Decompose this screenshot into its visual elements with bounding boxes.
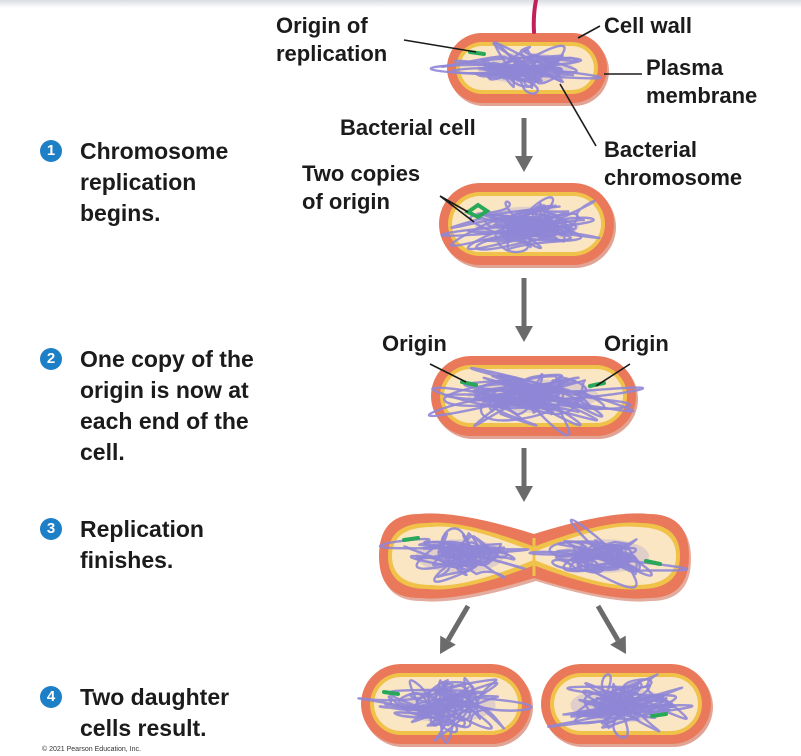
- leader-bacterial-chromosome: [559, 83, 597, 147]
- cell-stage-2-chromosome-0: [440, 196, 601, 254]
- cell-stage-2-origin-0: [464, 202, 491, 220]
- arrow-to-daughter-left: [440, 604, 471, 654]
- cell-daughter-left-origin-0: [382, 690, 400, 696]
- step-3-number-badge: 3: [40, 518, 62, 540]
- cell-daughter-right: [541, 664, 713, 747]
- cell-stage-dividing-chromosome-right: [528, 518, 688, 589]
- cell-stage-2: [439, 183, 616, 268]
- arrow-stage-2-to-3: [515, 278, 533, 342]
- arrow-to-daughter-right: [595, 604, 626, 654]
- step-1: 1 Chromosome replication begins.: [40, 136, 228, 229]
- step-2-number-badge: 2: [40, 348, 62, 370]
- cell-daughter-right-chromosome-0: [547, 673, 694, 739]
- label-origin-left: Origin: [382, 331, 447, 356]
- cell-stage-3-chromosome-0: [427, 366, 644, 437]
- leader-origin-right: [595, 363, 631, 387]
- leader-two-copies-of-origin: [439, 195, 475, 223]
- cell-daughter-left: [357, 664, 533, 747]
- label-origin-right: Origin: [604, 331, 669, 356]
- label-bacterial-chromosome: Bacterial chromosome: [604, 137, 743, 190]
- pink-pointer-line: [531, 0, 538, 34]
- step-2-description: One copy of the origin is now at each en…: [80, 346, 254, 465]
- top-edge-shade: [0, 0, 801, 8]
- cells-layer: [357, 33, 713, 747]
- label-origin-of-replication: Origin of replication: [276, 13, 388, 66]
- copyright-notice: © 2021 Pearson Education, Inc.: [42, 746, 141, 753]
- cell-stage-3-origin-0: [460, 380, 478, 387]
- cell-daughter-left-chromosome-0: [357, 677, 533, 744]
- step-4: 4 Two daughter cells result.: [40, 682, 229, 744]
- leader-cell-wall: [577, 25, 601, 39]
- step-2: 2 One copy of the origin is now at each …: [40, 344, 254, 468]
- step-1-description: Chromosome replication begins.: [80, 138, 229, 226]
- cell-stage-dividing-chromosome-left: [378, 527, 529, 583]
- cell-stage-dividing-origin-right: [644, 559, 662, 566]
- label-cell-wall: Cell wall: [604, 13, 693, 38]
- step-1-number-badge: 1: [40, 140, 62, 162]
- cell-stage-1-origin-0: [468, 50, 486, 56]
- label-two-copies-of-origin: Two copies of origin: [302, 161, 421, 214]
- cell-stage-1: [429, 33, 609, 106]
- leader-origin-left: [429, 363, 467, 383]
- cell-stage-3: [427, 356, 644, 439]
- arrows-layer: [440, 118, 626, 654]
- cell-stage-1-chromosome-0: [429, 41, 602, 95]
- step-3-description: Replication finishes.: [80, 516, 204, 573]
- cell-daughter-right-origin-0: [650, 712, 668, 718]
- cell-stage-dividing-origin-left: [402, 536, 420, 542]
- arrow-stage-3-to-4: [515, 448, 533, 502]
- leader-lines-layer: [403, 0, 642, 387]
- label-bacterial-cell: Bacterial cell: [340, 115, 476, 140]
- step-3: 3 Replication finishes.: [40, 514, 204, 576]
- step-4-number-badge: 4: [40, 686, 62, 708]
- arrow-stage-1-to-2: [515, 118, 533, 172]
- leader-origin-of-replication: [403, 39, 477, 53]
- label-plasma-membrane: Plasma membrane: [646, 55, 758, 108]
- step-4-description: Two daughter cells result.: [80, 684, 230, 741]
- cell-stage-dividing: [378, 513, 691, 602]
